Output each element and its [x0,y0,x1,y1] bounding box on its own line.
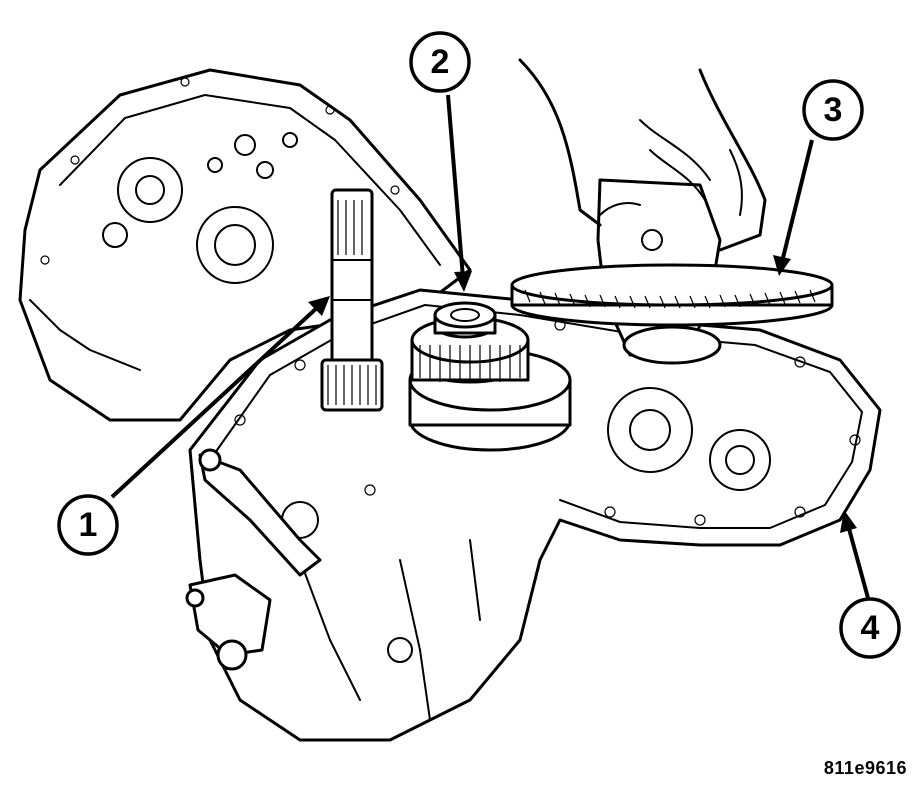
input-shaft [320,188,384,412]
callout-leaders [110,94,870,599]
shift-linkage [185,448,322,671]
output-shaft-gear [408,301,572,452]
differential-assembly [510,178,834,365]
callout-3: 3 [802,79,864,141]
rear-housing-cover [18,68,472,422]
callout-3-number: 3 [824,91,843,129]
callout-4: 4 [839,597,901,659]
callout-4-number: 4 [861,609,880,647]
figure-reference-id: 811e9616 [823,758,907,778]
callout-2: 2 [409,31,471,93]
callout-1: 1 [57,494,119,556]
callout-1-number: 1 [79,506,98,544]
technician-hands [518,58,767,252]
callout-2-number: 2 [431,43,450,81]
